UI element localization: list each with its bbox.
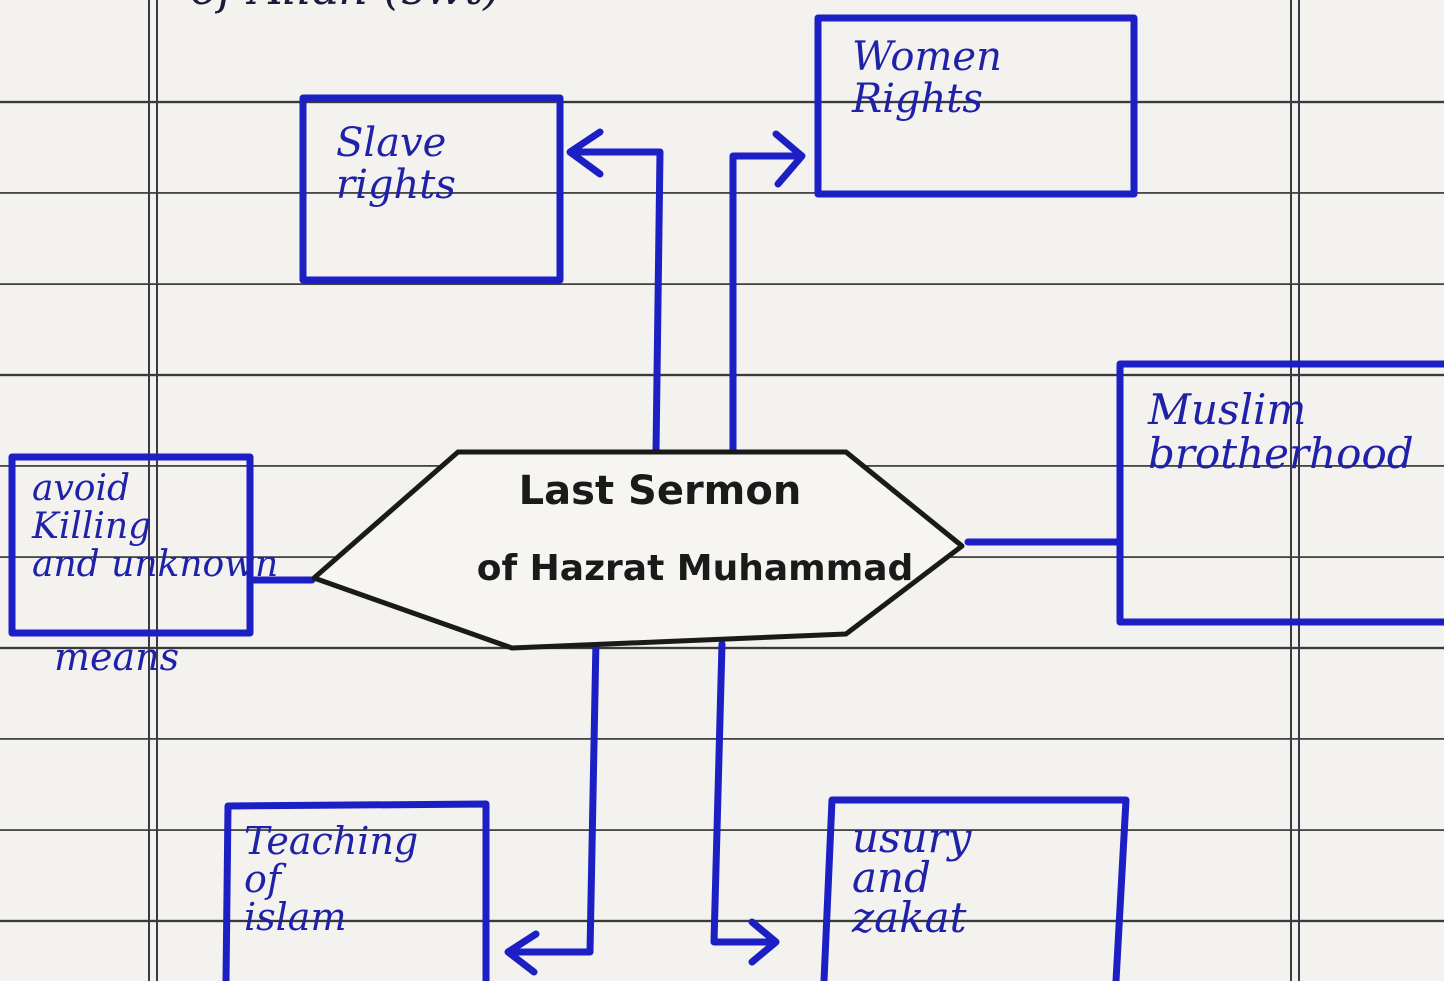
avoid-killing-box [8,453,254,637]
muslim-brotherhood-label: Muslim brotherhood [1148,385,1414,479]
connector-slave-rights [568,148,664,456]
right-margin-line-2 [1298,0,1300,981]
avoid-killing-label: avoid Killing and unknown [32,468,279,585]
teaching-islam-box [222,800,490,981]
top-fragment-text: of Allah (swt) [190,0,501,12]
muslim-brotherhood-box [1116,360,1444,626]
women-rights-box [814,14,1138,198]
connector-usury-zakat [710,640,774,946]
left-margin-line [148,0,150,981]
women-rights-label: Women Rights [852,34,1002,122]
center-title-line2: of Hazrat Muhammad [476,548,914,589]
arrowhead-women-rights [772,130,806,188]
arrowhead-teaching-islam [504,930,540,976]
left-margin-line-2 [156,0,158,981]
usury-zakat-label: usury and zakat [852,813,972,942]
right-margin-line [1290,0,1292,981]
connector-women-rights [729,152,802,456]
slave-rights-label: Slave rights [336,120,456,208]
center-title-line1: Last Sermon [518,468,802,514]
teaching-islam-label: Teaching of islam [244,819,419,939]
arrowhead-usury-zakat [748,918,780,966]
slave-rights-box [299,94,564,284]
avoid-killing-tail-label: means [54,635,180,679]
usury-zakat-box [820,796,1130,981]
arrowhead-slave-rights [566,128,604,178]
center-hexagon [311,449,965,651]
connector-teaching-islam [508,636,600,956]
